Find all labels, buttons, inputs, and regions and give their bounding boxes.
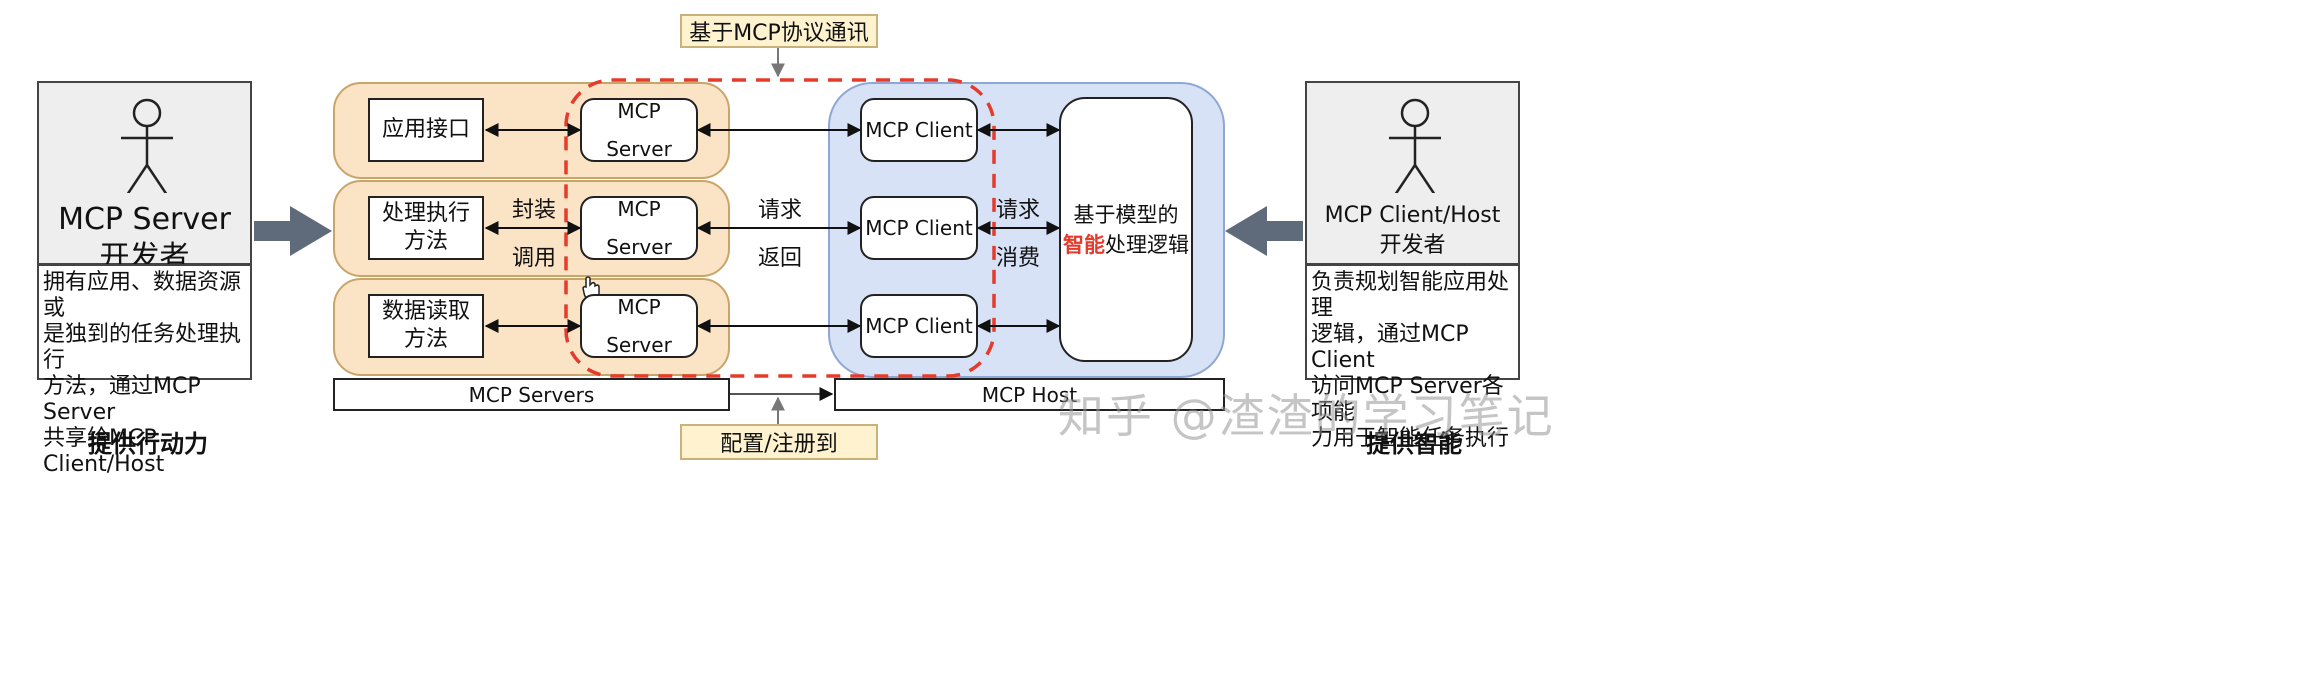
right-actor-role: MCP Client/Host [1324, 203, 1501, 228]
left-actor-role: MCP Server [58, 202, 231, 237]
stick-figure-icon [1389, 98, 1441, 193]
right-actor-footer: 提供智能 [1366, 430, 1462, 458]
mcp-host-bar: MCP Host [834, 378, 1225, 411]
left-actor-footer: 提供行动力 [88, 430, 208, 458]
mcp-client-node-2: MCP Client [860, 196, 978, 260]
edge-label-invoke: 调用 [512, 246, 557, 271]
mcp-server-node-2: MCP Server [580, 196, 698, 260]
exec-method-box: 处理执行 方法 [368, 196, 484, 260]
mcp-client-node-3: MCP Client [860, 294, 978, 358]
edge-label-request: 请求 [758, 198, 803, 223]
protocol-label: 基于MCP协议通讯 [680, 14, 878, 48]
config-label: 配置/注册到 [680, 424, 878, 460]
mcp-client-node-1: MCP Client [860, 98, 978, 162]
edge-label-consume: 消费 [996, 246, 1041, 271]
mcp-server-node-1: MCP Server [580, 98, 698, 162]
edge-label-return: 返回 [758, 246, 803, 271]
right-actor-panel: MCP Client/Host 开发者 [1305, 81, 1520, 265]
left-actor-description: 拥有应用、数据资源或 是独到的任务处理执行 方法，通过MCP Server 共享… [37, 264, 252, 477]
app-interface-box: 应用接口 [368, 98, 484, 162]
edge-label-wrap: 封装 [512, 198, 557, 223]
right-actor-role-suffix: 开发者 [1379, 233, 1446, 258]
highlight-text: 智能 [1063, 232, 1105, 257]
stick-figure-icon [121, 98, 173, 193]
watermark-text: 知乎 @渣渣的学习笔记 [1058, 389, 1555, 443]
big-arrow-right-icon [254, 206, 332, 256]
right-actor-description: 负责规划智能应用处理 逻辑，通过MCP Client 访问MCP Server各… [1305, 264, 1520, 451]
edge-label-request-2: 请求 [996, 198, 1041, 223]
data-read-box: 数据读取 方法 [368, 294, 484, 358]
mcp-server-node-3: MCP Server [580, 294, 698, 358]
big-arrow-left-icon [1225, 206, 1303, 256]
mcp-servers-bar: MCP Servers [333, 378, 730, 411]
model-logic-box: 基于模型的 智能处理逻辑 [1059, 97, 1193, 362]
